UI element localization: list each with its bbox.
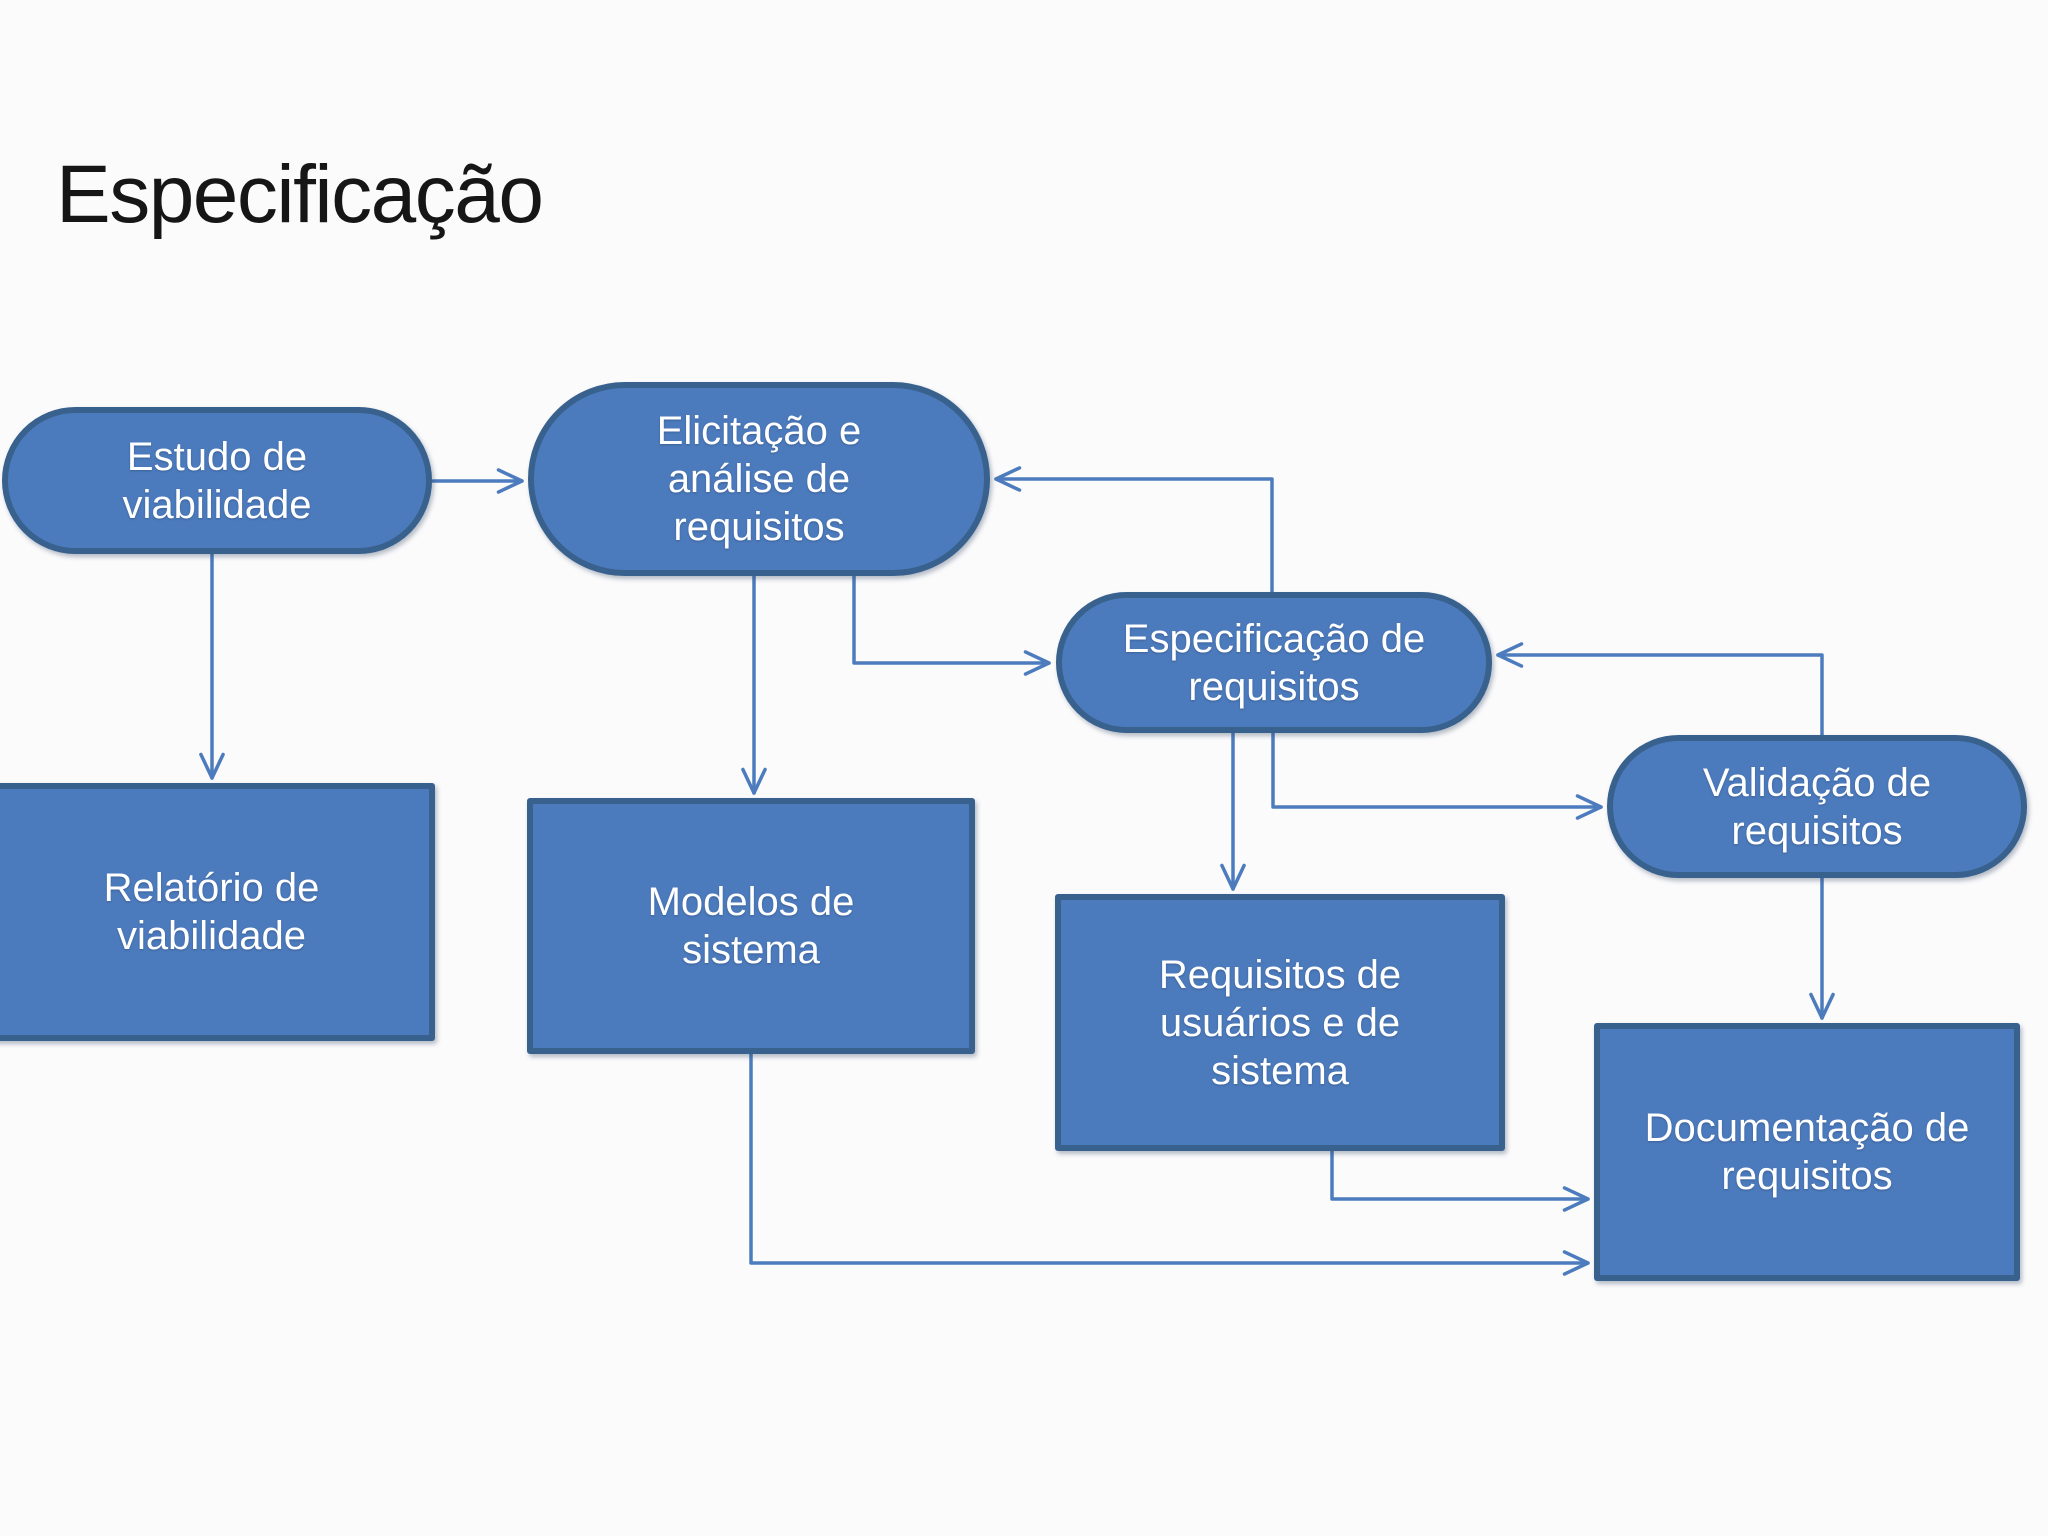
arrowhead-icon <box>994 466 1022 492</box>
connector-requisitos-usuarios-to-documentacao-requisitos <box>1330 1149 1590 1201</box>
arrowhead-icon <box>1562 1186 1590 1212</box>
arrowhead-icon <box>496 468 524 494</box>
arrowhead-icon <box>1496 642 1524 668</box>
connector-especificacao-requisitos-to-elicitacao-analise <box>994 477 1274 594</box>
arrowhead-icon <box>199 752 225 780</box>
arrowhead-icon <box>1575 794 1603 820</box>
arrowhead-icon <box>1809 992 1835 1020</box>
arrowhead-icon <box>1023 650 1051 676</box>
connector-especificacao-requisitos-to-validacao-requisitos <box>1271 731 1603 809</box>
arrowhead-icon <box>741 767 767 795</box>
connector-validacao-requisitos-to-especificacao-requisitos <box>1496 653 1824 737</box>
connector-elicitacao-analise-to-especificacao-requisitos <box>852 574 1051 665</box>
arrowhead-icon <box>1220 863 1246 891</box>
page-title: Especificação <box>56 149 544 240</box>
arrowhead-icon <box>1562 1250 1590 1276</box>
